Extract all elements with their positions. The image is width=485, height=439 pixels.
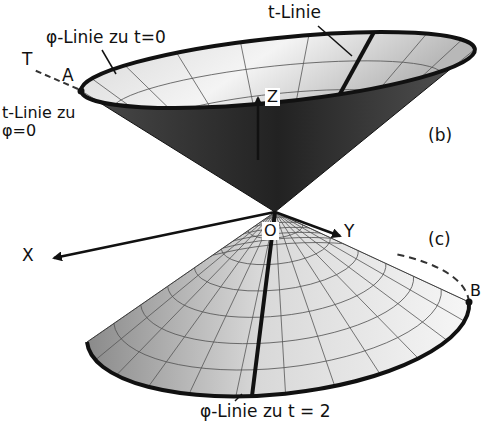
grid-line [96, 212, 275, 360]
z-axis [257, 98, 260, 160]
x-axis [54, 212, 275, 258]
grid-line [275, 35, 309, 212]
grid-ring [135, 225, 419, 356]
grid-line [275, 212, 380, 374]
grid-ring [191, 220, 361, 299]
leader-line [235, 394, 242, 401]
line-label: t-Linie zu φ=0 [2, 104, 86, 141]
point-a [78, 88, 85, 95]
t-line-upper [275, 32, 374, 212]
lower-rim [87, 302, 469, 396]
point-label: T [22, 50, 32, 70]
grid-line [275, 212, 418, 358]
lower-rim-hidden [395, 254, 469, 302]
grid-ring [109, 49, 445, 137]
grid-line [275, 49, 475, 212]
grid-ring [107, 228, 447, 385]
grid-ring [219, 217, 332, 269]
grid-line [177, 53, 275, 212]
axis-label: Y [344, 222, 354, 242]
axis-label: X [22, 246, 34, 266]
grid-line [94, 100, 275, 212]
grid-ring [236, 173, 316, 194]
line-label: φ-Linie zu t=0 [46, 28, 166, 48]
grid-line [275, 75, 431, 212]
part-label: (c) [428, 230, 451, 250]
grid-ring [172, 111, 380, 166]
grid-line [129, 106, 275, 212]
grid-line [275, 87, 379, 212]
grid-line [275, 98, 315, 212]
origin-label: O [262, 222, 279, 240]
grid-line [182, 108, 275, 212]
grid-line [116, 212, 275, 375]
point-label: A [62, 66, 74, 86]
grid-ring [163, 222, 390, 327]
leader-line [102, 50, 116, 74]
grid-line [275, 212, 447, 340]
axis-label: Z [265, 88, 280, 106]
line-label: φ-Linie zu t = 2 [200, 402, 331, 422]
grid-line [247, 105, 275, 212]
y-axis [275, 212, 340, 236]
grid-ring [204, 142, 348, 180]
grid-line [275, 61, 464, 212]
point-label: B [470, 282, 481, 300]
grid-line [275, 34, 427, 212]
grid-line [275, 32, 374, 212]
leader-line [318, 26, 352, 56]
grid-line [275, 40, 462, 212]
grid-line [92, 79, 275, 212]
part-label: (b) [428, 126, 452, 146]
grid-line [125, 65, 275, 212]
line-label: t-Linie [268, 3, 321, 23]
